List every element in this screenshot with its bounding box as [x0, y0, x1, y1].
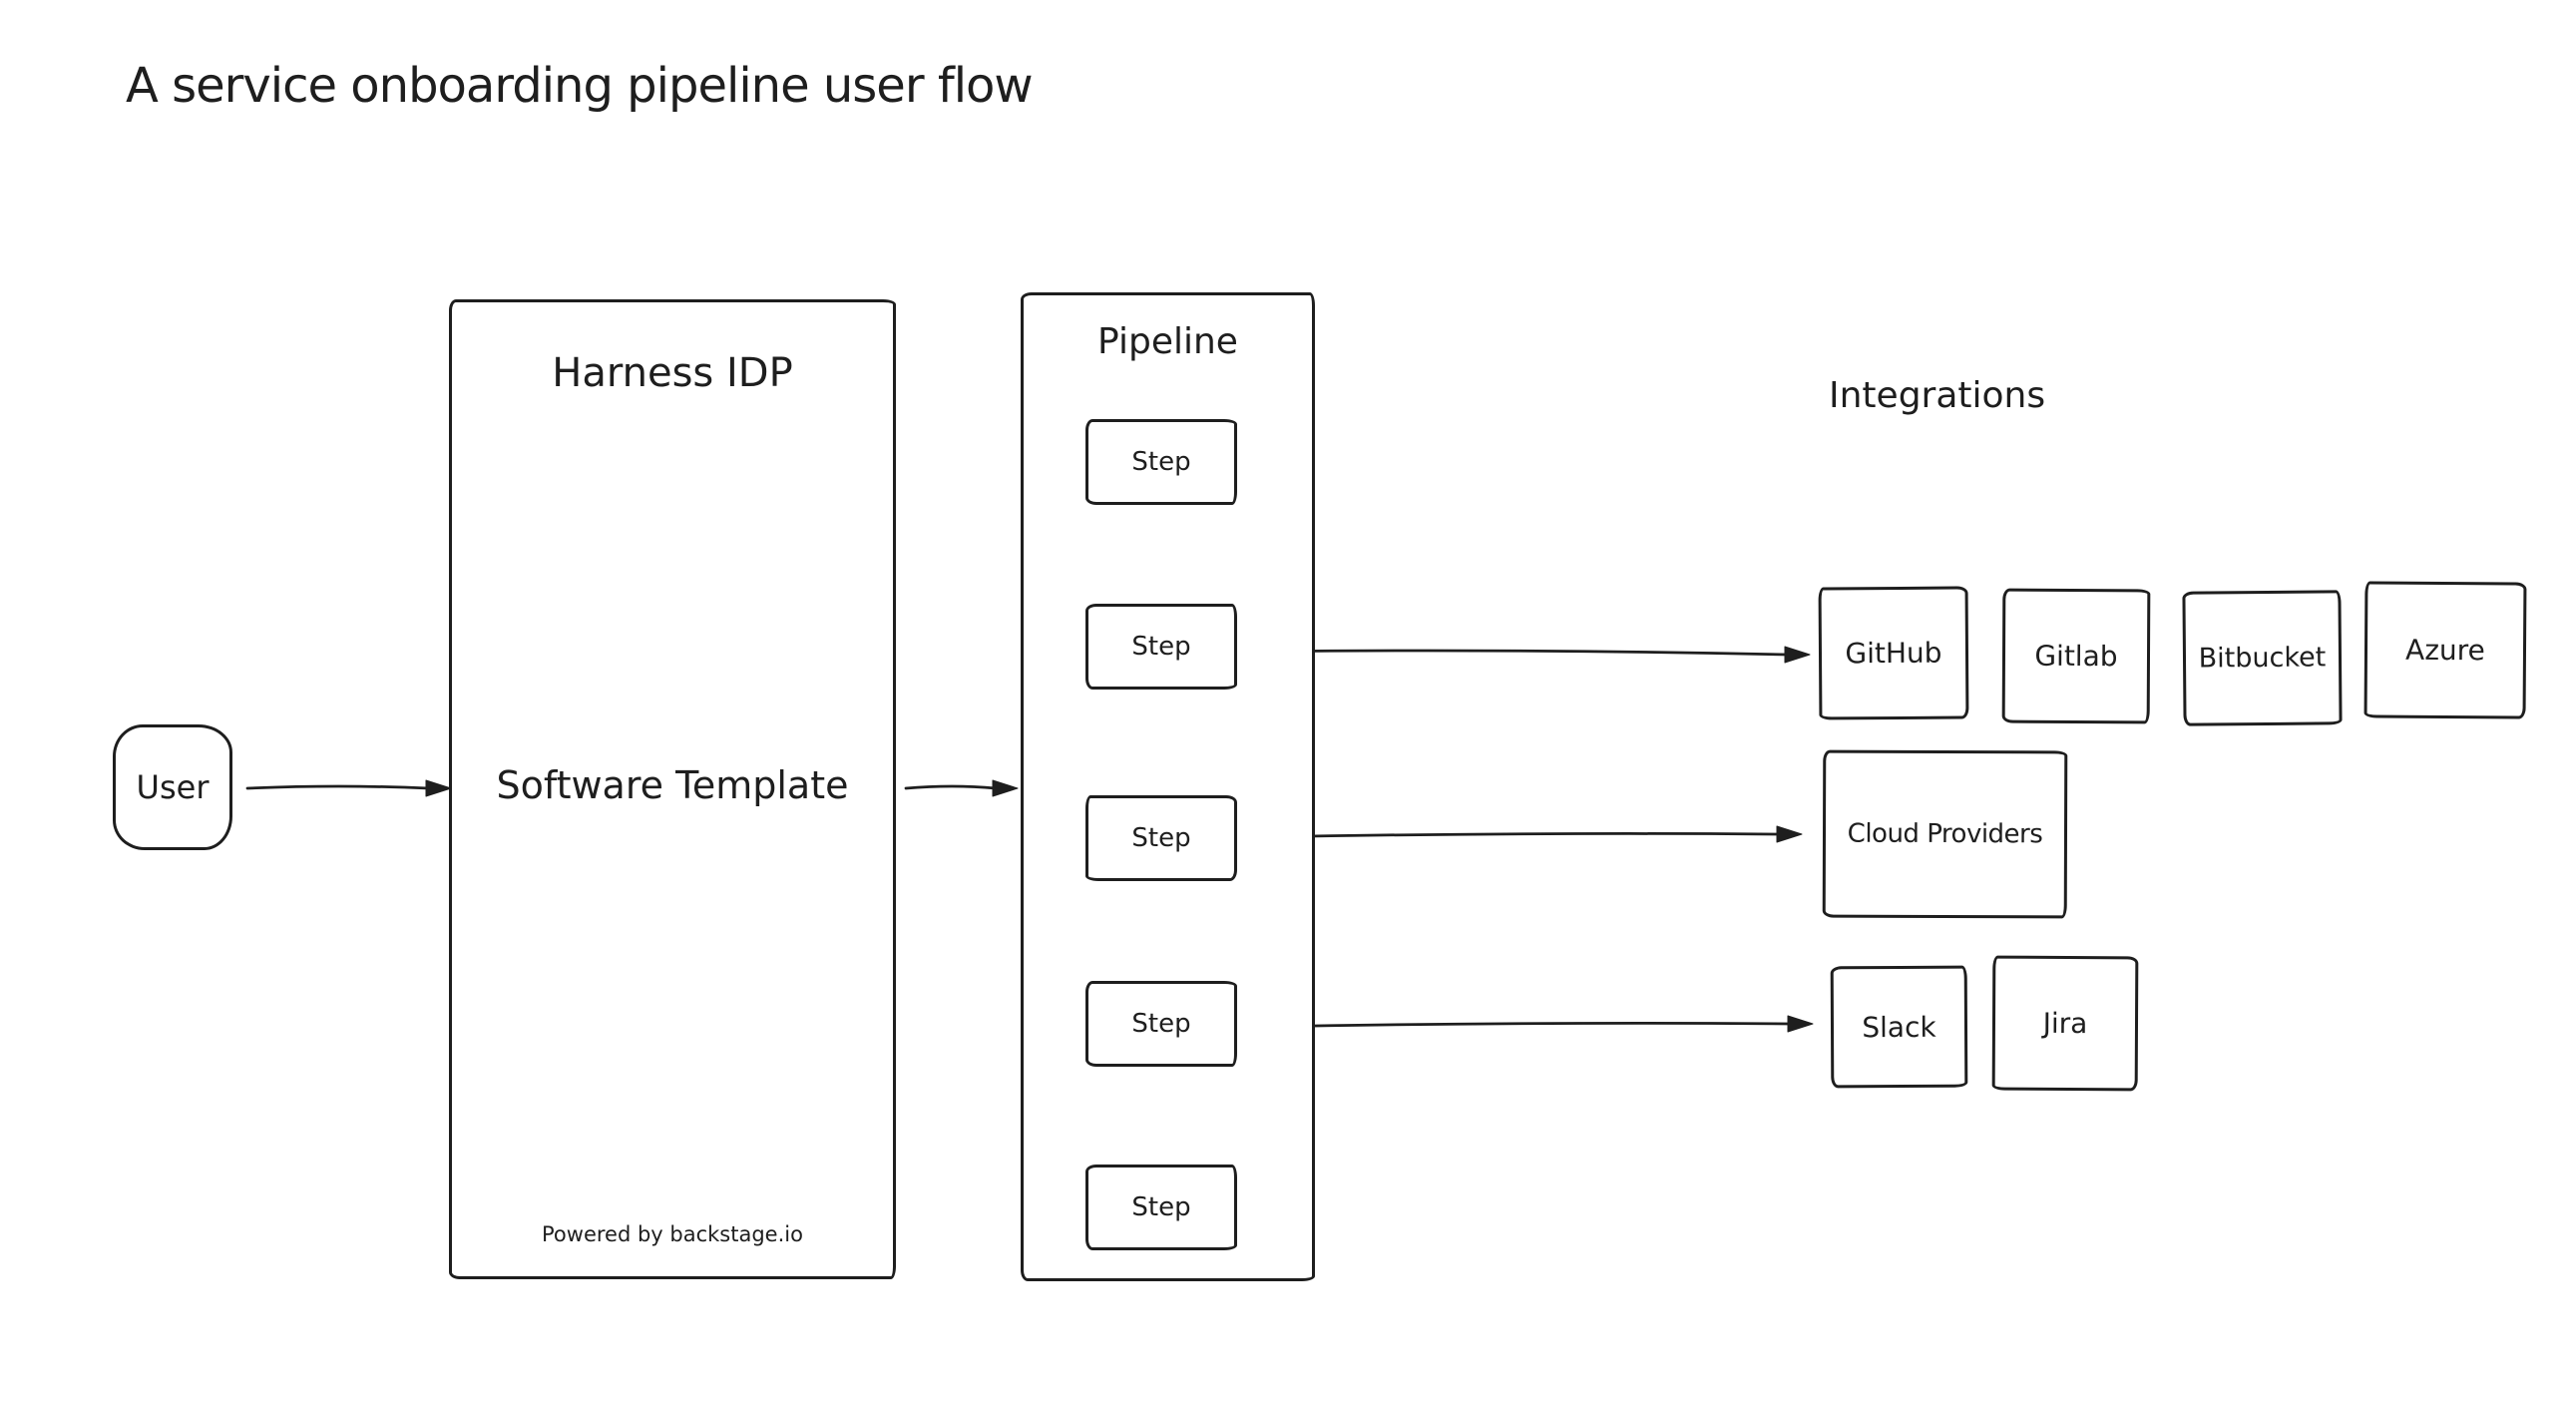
integrations-title: Integrations [1829, 375, 2046, 416]
powered-by-label: Powered by backstage.io [542, 1222, 803, 1246]
diagram-title: A service onboarding pipeline user flow [126, 58, 1034, 114]
software-template-label: Software Template [496, 763, 849, 807]
step-label: Step [1131, 823, 1191, 853]
step-label: Step [1131, 1009, 1191, 1039]
cloud-providers-node: Cloud Providers [1822, 749, 2068, 919]
slack-label: Slack [1862, 1010, 1936, 1044]
pipeline-step-5: Step [1085, 1165, 1237, 1250]
gitlab-node: Gitlab [2001, 588, 2151, 724]
azure-label: Azure [2405, 633, 2485, 668]
user-node: User [113, 724, 232, 850]
slack-node: Slack [1830, 965, 1968, 1089]
pipeline-step-2: Step [1085, 604, 1237, 690]
arrow-harness-to-pipeline [904, 779, 1019, 797]
arrow-step2-to-github [1248, 646, 1811, 664]
harness-idp-title: Harness IDP [552, 350, 793, 396]
harness-idp-node: Harness IDP Software Template Powered by… [449, 299, 896, 1279]
jira-node: Jira [1991, 955, 2139, 1092]
pipeline-title: Pipeline [1097, 321, 1238, 362]
cloud-providers-label: Cloud Providers [1847, 818, 2043, 850]
jira-label: Jira [2042, 1006, 2088, 1041]
user-label: User [136, 768, 210, 806]
pipeline-step-3: Step [1085, 795, 1237, 881]
step-label: Step [1131, 632, 1191, 662]
arrow-step4-to-slack [1255, 1015, 1814, 1033]
step-label: Step [1131, 447, 1191, 477]
pipeline-step-1: Step [1085, 419, 1237, 505]
arrow-step3-to-cloud-providers [1249, 825, 1803, 843]
arrow-user-to-harness [245, 779, 452, 797]
bitbucket-node: Bitbucket [2182, 590, 2343, 726]
gitlab-label: Gitlab [2034, 639, 2118, 674]
step-label: Step [1131, 1192, 1191, 1222]
pipeline-step-4: Step [1085, 981, 1237, 1067]
github-label: GitHub [1845, 636, 1942, 671]
bitbucket-label: Bitbucket [2198, 642, 2327, 675]
github-node: GitHub [1818, 586, 1969, 720]
azure-node: Azure [2363, 581, 2527, 719]
